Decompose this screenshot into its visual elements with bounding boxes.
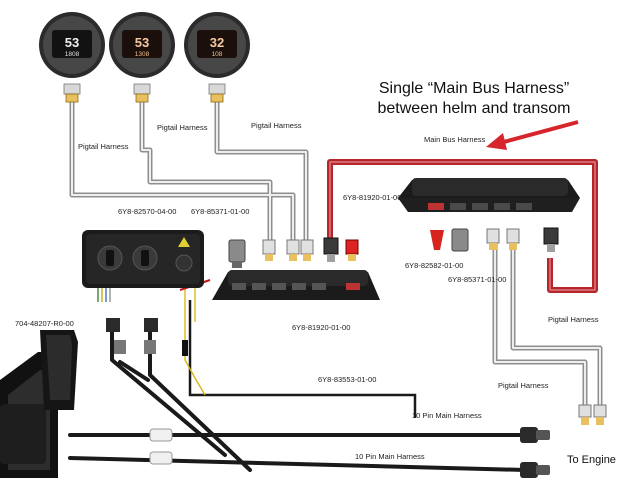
gauge-1-readout-bottom: 1808 <box>65 51 80 58</box>
gauge-2: 53 1308 <box>109 12 175 78</box>
label-pigtail-2: Pigtail Harness <box>157 123 208 132</box>
gauge-3: 32 108 <box>184 12 250 78</box>
diagram-labels: Pigtail Harness Pigtail Harness Pigtail … <box>15 80 616 466</box>
right-hub-plugs <box>430 227 559 252</box>
part-connector-a: 6Y8-85371-01-00 <box>191 207 249 216</box>
part-control: 704-48207-R0-00 <box>15 319 74 328</box>
key-switch-panel <box>82 230 204 288</box>
label-pigtail-3: Pigtail Harness <box>251 121 302 130</box>
left-hub-plugs <box>262 237 359 262</box>
engine-pigtail-plugs <box>578 404 607 425</box>
engine-connectors <box>520 427 550 478</box>
connector-a <box>228 239 246 268</box>
ten-pin-harness-cables <box>68 328 527 472</box>
hub-left <box>212 270 380 300</box>
label-pigtail-4: Pigtail Harness <box>548 315 599 324</box>
part-key-switch-panel: 6Y8-82570-04-00 <box>118 207 176 216</box>
gauge-2-readout-top: 53 <box>135 35 149 50</box>
control-unit <box>0 330 78 478</box>
label-pigtail-1: Pigtail Harness <box>78 142 129 151</box>
power-harness-cable <box>188 300 417 418</box>
label-to-engine: To Engine <box>567 454 616 466</box>
hub-right <box>398 178 580 212</box>
callout-line-1: Single “Main Bus Harness” <box>379 80 569 97</box>
gauge-pigtail-plugs <box>63 83 226 103</box>
inline-connectors <box>106 318 188 465</box>
label-ten-pin-2: 10 Pin Main Harness <box>355 452 425 461</box>
part-terminator: 6Y8-82582-01-00 <box>405 261 463 270</box>
label-ten-pin-1: 10 Pin Main Harness <box>412 411 482 420</box>
label-pigtail-5: Pigtail Harness <box>498 381 549 390</box>
label-main-bus: Main Bus Harness <box>424 135 486 144</box>
gauge-3-readout-top: 32 <box>210 35 224 50</box>
callout-line-2: between helm and transom <box>378 100 571 117</box>
gauge-2-readout-bottom: 1308 <box>135 51 150 58</box>
gauge-3-readout-bottom: 108 <box>212 51 223 58</box>
part-hub-right: 6Y8-81920-01-00 <box>343 193 401 202</box>
part-power-harness: 6Y8-83553-01-00 <box>318 375 376 384</box>
pigtail-cables <box>69 100 603 405</box>
part-hub-left: 6Y8-81920-01-00 <box>292 323 350 332</box>
callout-arrow <box>486 120 579 150</box>
main-bus-harness-cable <box>327 159 598 293</box>
part-connector-b: 6Y8-85371-01-00 <box>448 275 506 284</box>
gauge-1: 53 1808 <box>39 12 105 78</box>
gauge-1-readout-top: 53 <box>65 35 79 50</box>
